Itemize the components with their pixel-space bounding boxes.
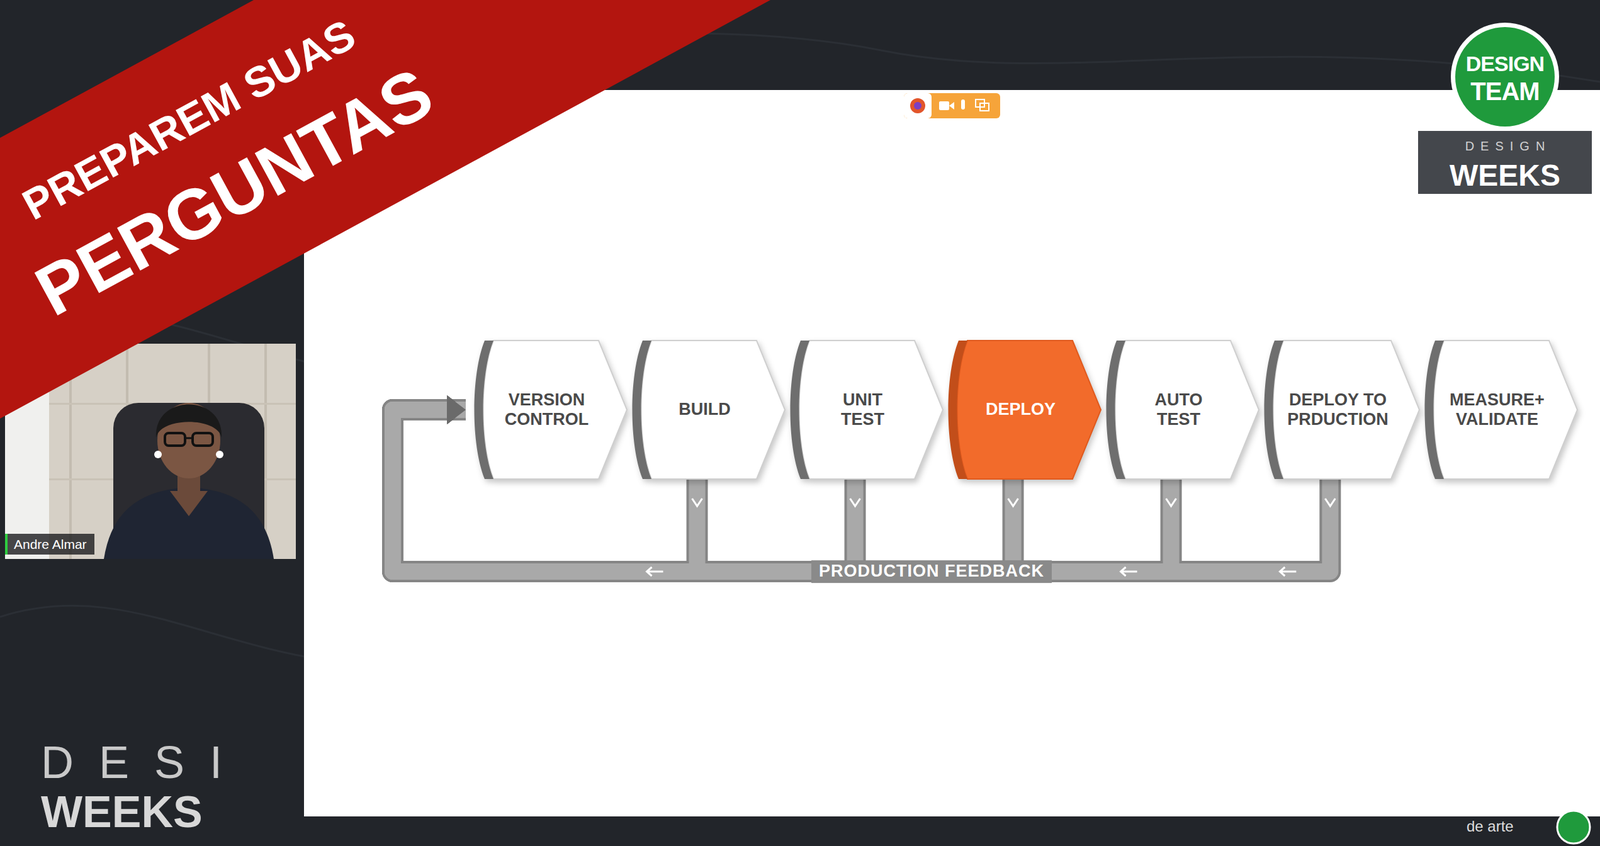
chevron-body [1115,340,1260,479]
stage-name: VERSION CONTROL [502,390,592,430]
pipe-label: PRODUCTION FEEDBACK [811,560,1052,583]
chevron-body [1433,340,1578,479]
person-hair [156,404,222,439]
toolbar [903,93,1001,119]
person-shirt [103,487,274,559]
pipeline-stage: VERSION CONTROL [465,339,629,480]
flow-arrow [1008,498,1019,507]
logo-panel [1418,130,1592,194]
flow-arrow [1324,498,1336,507]
chevron-body [483,340,628,479]
name-tag: Andre Almar [5,533,95,555]
camera-icon [949,101,955,110]
chevron-cap [1106,340,1127,479]
pipeline-stage: BUILD [623,339,787,480]
watermark-text: WEEKS [40,788,203,837]
wall-panel-line [264,343,267,559]
glasses [164,433,186,446]
browser-icon [910,98,926,114]
flow-arrow [850,498,861,507]
chevron-cap [632,340,653,479]
person-neck [169,490,208,517]
earbud [215,450,224,459]
pipe-outline [392,409,856,572]
chevron-body [799,340,944,479]
pipeline-stage: UNIT TEST [781,339,945,480]
camera-icon [939,101,950,111]
flow-arrow [1279,567,1296,576]
pipeline-stage: AUTO TEST [1097,339,1261,480]
pipeline-stage: MEASURE+ VALIDATE [1416,339,1580,480]
chevron-cap [1425,340,1445,479]
chevron-body [957,340,1102,479]
pipeline-stage: DEPLOY [939,339,1103,480]
stage-name: AUTO TEST [1141,390,1217,430]
flow-arrow [647,567,664,576]
small-logo [1557,810,1590,844]
glasses [192,433,213,446]
logo-text: DESIGN [1465,139,1552,153]
stage-name: UNIT TEST [828,390,898,430]
logo-text: TEAM [1470,77,1539,106]
stage-name: MEASURE+ VALIDATE [1447,390,1548,430]
stage-text-box: DEPLOY [968,339,1073,480]
slide [304,90,1600,817]
toolbar-cell [903,93,932,119]
stage-name: BUILD [678,399,731,420]
chevron-body [641,340,786,479]
chevron-cap [790,340,811,479]
chevron-body [1273,340,1420,479]
browser-icon [913,101,922,110]
stage-text-box: BUILD [652,339,757,480]
pipeline-stage: DEPLOY TO PRDUCTION [1255,339,1422,480]
logo-disc [1455,27,1555,127]
footer-text: de arte [1466,818,1514,835]
logo-text: DESIGN [1465,52,1544,76]
flow-arrow [1121,567,1138,576]
stage-name: DEPLOY [985,399,1056,420]
flow-arrow [692,498,703,507]
chevron-cap [474,340,495,479]
chevron-cap [948,340,969,479]
logo-text: WEEKS [1449,159,1561,193]
stage-text-box: AUTO TEST [1126,339,1231,480]
logo-ring [1450,22,1560,131]
mic-icon [961,99,965,110]
stage-text-box: VERSION CONTROL [494,339,599,480]
flow-arrow [1166,498,1177,507]
chevron-cap [1264,340,1285,479]
stage-text-box: MEASURE+ VALIDATE [1445,339,1550,480]
feedback-pipe [392,409,856,572]
stage-text-box: DEPLOY TO PRDUCTION [1284,339,1392,480]
stage-text-box: UNIT TEST [810,339,915,480]
earbud [154,450,162,459]
stage-name: DEPLOY TO PRDUCTION [1285,390,1390,430]
screen-icon [980,103,989,111]
watermark-text: DESI [40,737,248,788]
glasses [185,437,193,440]
